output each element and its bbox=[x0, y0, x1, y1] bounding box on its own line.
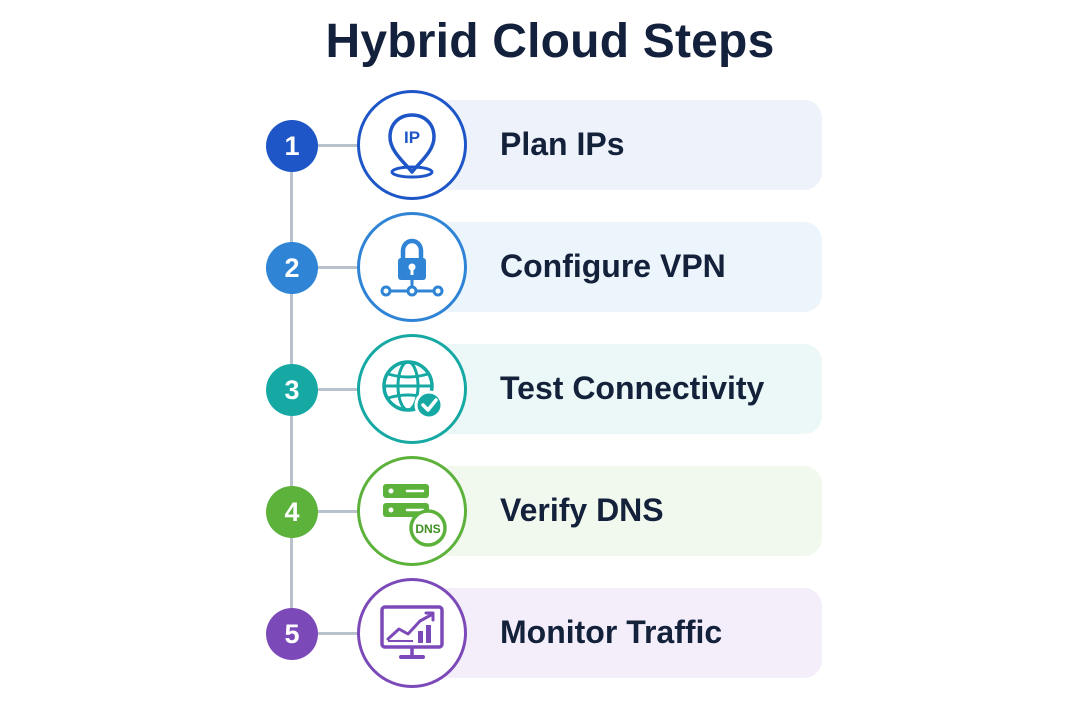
step-connector bbox=[310, 632, 362, 635]
step-number-badge: 4 bbox=[266, 486, 318, 538]
step-connector bbox=[310, 388, 362, 391]
step-card bbox=[416, 222, 822, 312]
step-1: 1 IP Plan IPs bbox=[0, 90, 1080, 202]
step-4: 4 DNS Verify DNS bbox=[0, 456, 1080, 568]
step-card bbox=[416, 344, 822, 434]
step-5: 5 Monitor Traffic bbox=[0, 578, 1080, 690]
dns-server-icon: DNS bbox=[383, 484, 447, 547]
network-lock-icon bbox=[380, 238, 444, 297]
step-connector bbox=[310, 510, 362, 513]
step-connector bbox=[310, 144, 362, 147]
step-icon-circle: IP bbox=[357, 90, 467, 200]
step-card bbox=[416, 466, 822, 556]
step-icon-circle bbox=[357, 578, 467, 688]
step-card bbox=[416, 588, 822, 678]
dns-icon-text: DNS bbox=[415, 522, 440, 536]
step-card bbox=[416, 100, 822, 190]
globe-check-icon bbox=[382, 360, 444, 420]
step-2: 2 Configure VPN bbox=[0, 212, 1080, 324]
step-label: Verify DNS bbox=[500, 492, 664, 528]
monitor-chart-icon bbox=[380, 605, 444, 659]
step-number-badge: 3 bbox=[266, 364, 318, 416]
step-icon-circle bbox=[357, 334, 467, 444]
page-title: Hybrid Cloud Steps bbox=[325, 15, 775, 68]
step-label: Configure VPN bbox=[500, 248, 726, 284]
step-connector bbox=[310, 266, 362, 269]
step-label: Test Connectivity bbox=[500, 370, 765, 406]
step-3: 3 Test Connectivity bbox=[0, 334, 1080, 446]
ip-location-pin-icon: IP bbox=[388, 113, 436, 179]
step-number-badge: 5 bbox=[266, 608, 318, 660]
step-number-badge: 2 bbox=[266, 242, 318, 294]
step-icon-circle bbox=[357, 212, 467, 322]
ip-icon-text: IP bbox=[404, 128, 420, 147]
step-label: Plan IPs bbox=[500, 126, 625, 162]
step-label: Monitor Traffic bbox=[500, 614, 723, 650]
step-icon-circle: DNS bbox=[357, 456, 467, 566]
step-number-badge: 1 bbox=[266, 120, 318, 172]
